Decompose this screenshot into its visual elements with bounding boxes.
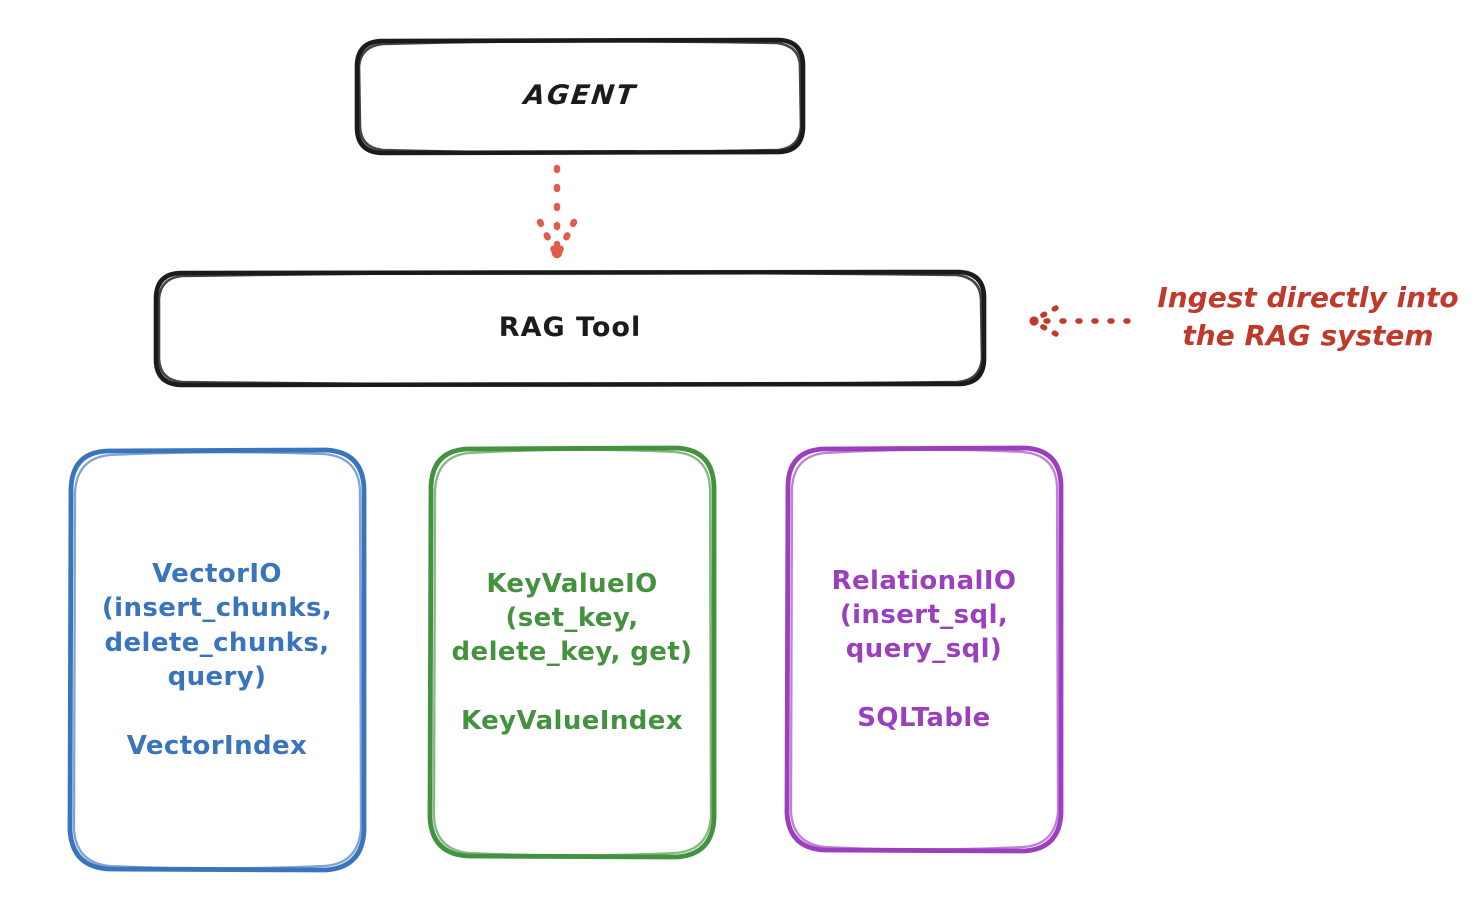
node-rag-tool[interactable]: RAG Tool xyxy=(156,272,984,385)
node-agent[interactable]: AGENT xyxy=(357,40,803,153)
node-agent-label: AGENT xyxy=(521,80,639,112)
connector-agent-to-rag-tool xyxy=(536,164,578,259)
connector-ingest-to-rag-tool xyxy=(1029,305,1131,337)
annotation-ingest: Ingest directly into the RAG system xyxy=(1143,279,1473,355)
node-key-value-io-label: KeyValueIO (set_key, delete_key, get) Ke… xyxy=(451,568,693,736)
node-key-value-io[interactable]: KeyValueIO (set_key, delete_key, get) Ke… xyxy=(430,448,714,857)
node-rag-tool-label: RAG Tool xyxy=(498,312,642,344)
node-vector-io-label: VectorIO (insert_chunks, delete_chunks, … xyxy=(101,559,333,761)
node-relational-io-label: RelationalIO (insert_sql, query_sql) SQL… xyxy=(831,565,1017,733)
node-relational-io[interactable]: RelationalIO (insert_sql, query_sql) SQL… xyxy=(787,448,1061,851)
annotation-ingest-text: Ingest directly into the RAG system xyxy=(1157,281,1459,352)
node-vector-io[interactable]: VectorIO (insert_chunks, delete_chunks, … xyxy=(70,450,364,870)
